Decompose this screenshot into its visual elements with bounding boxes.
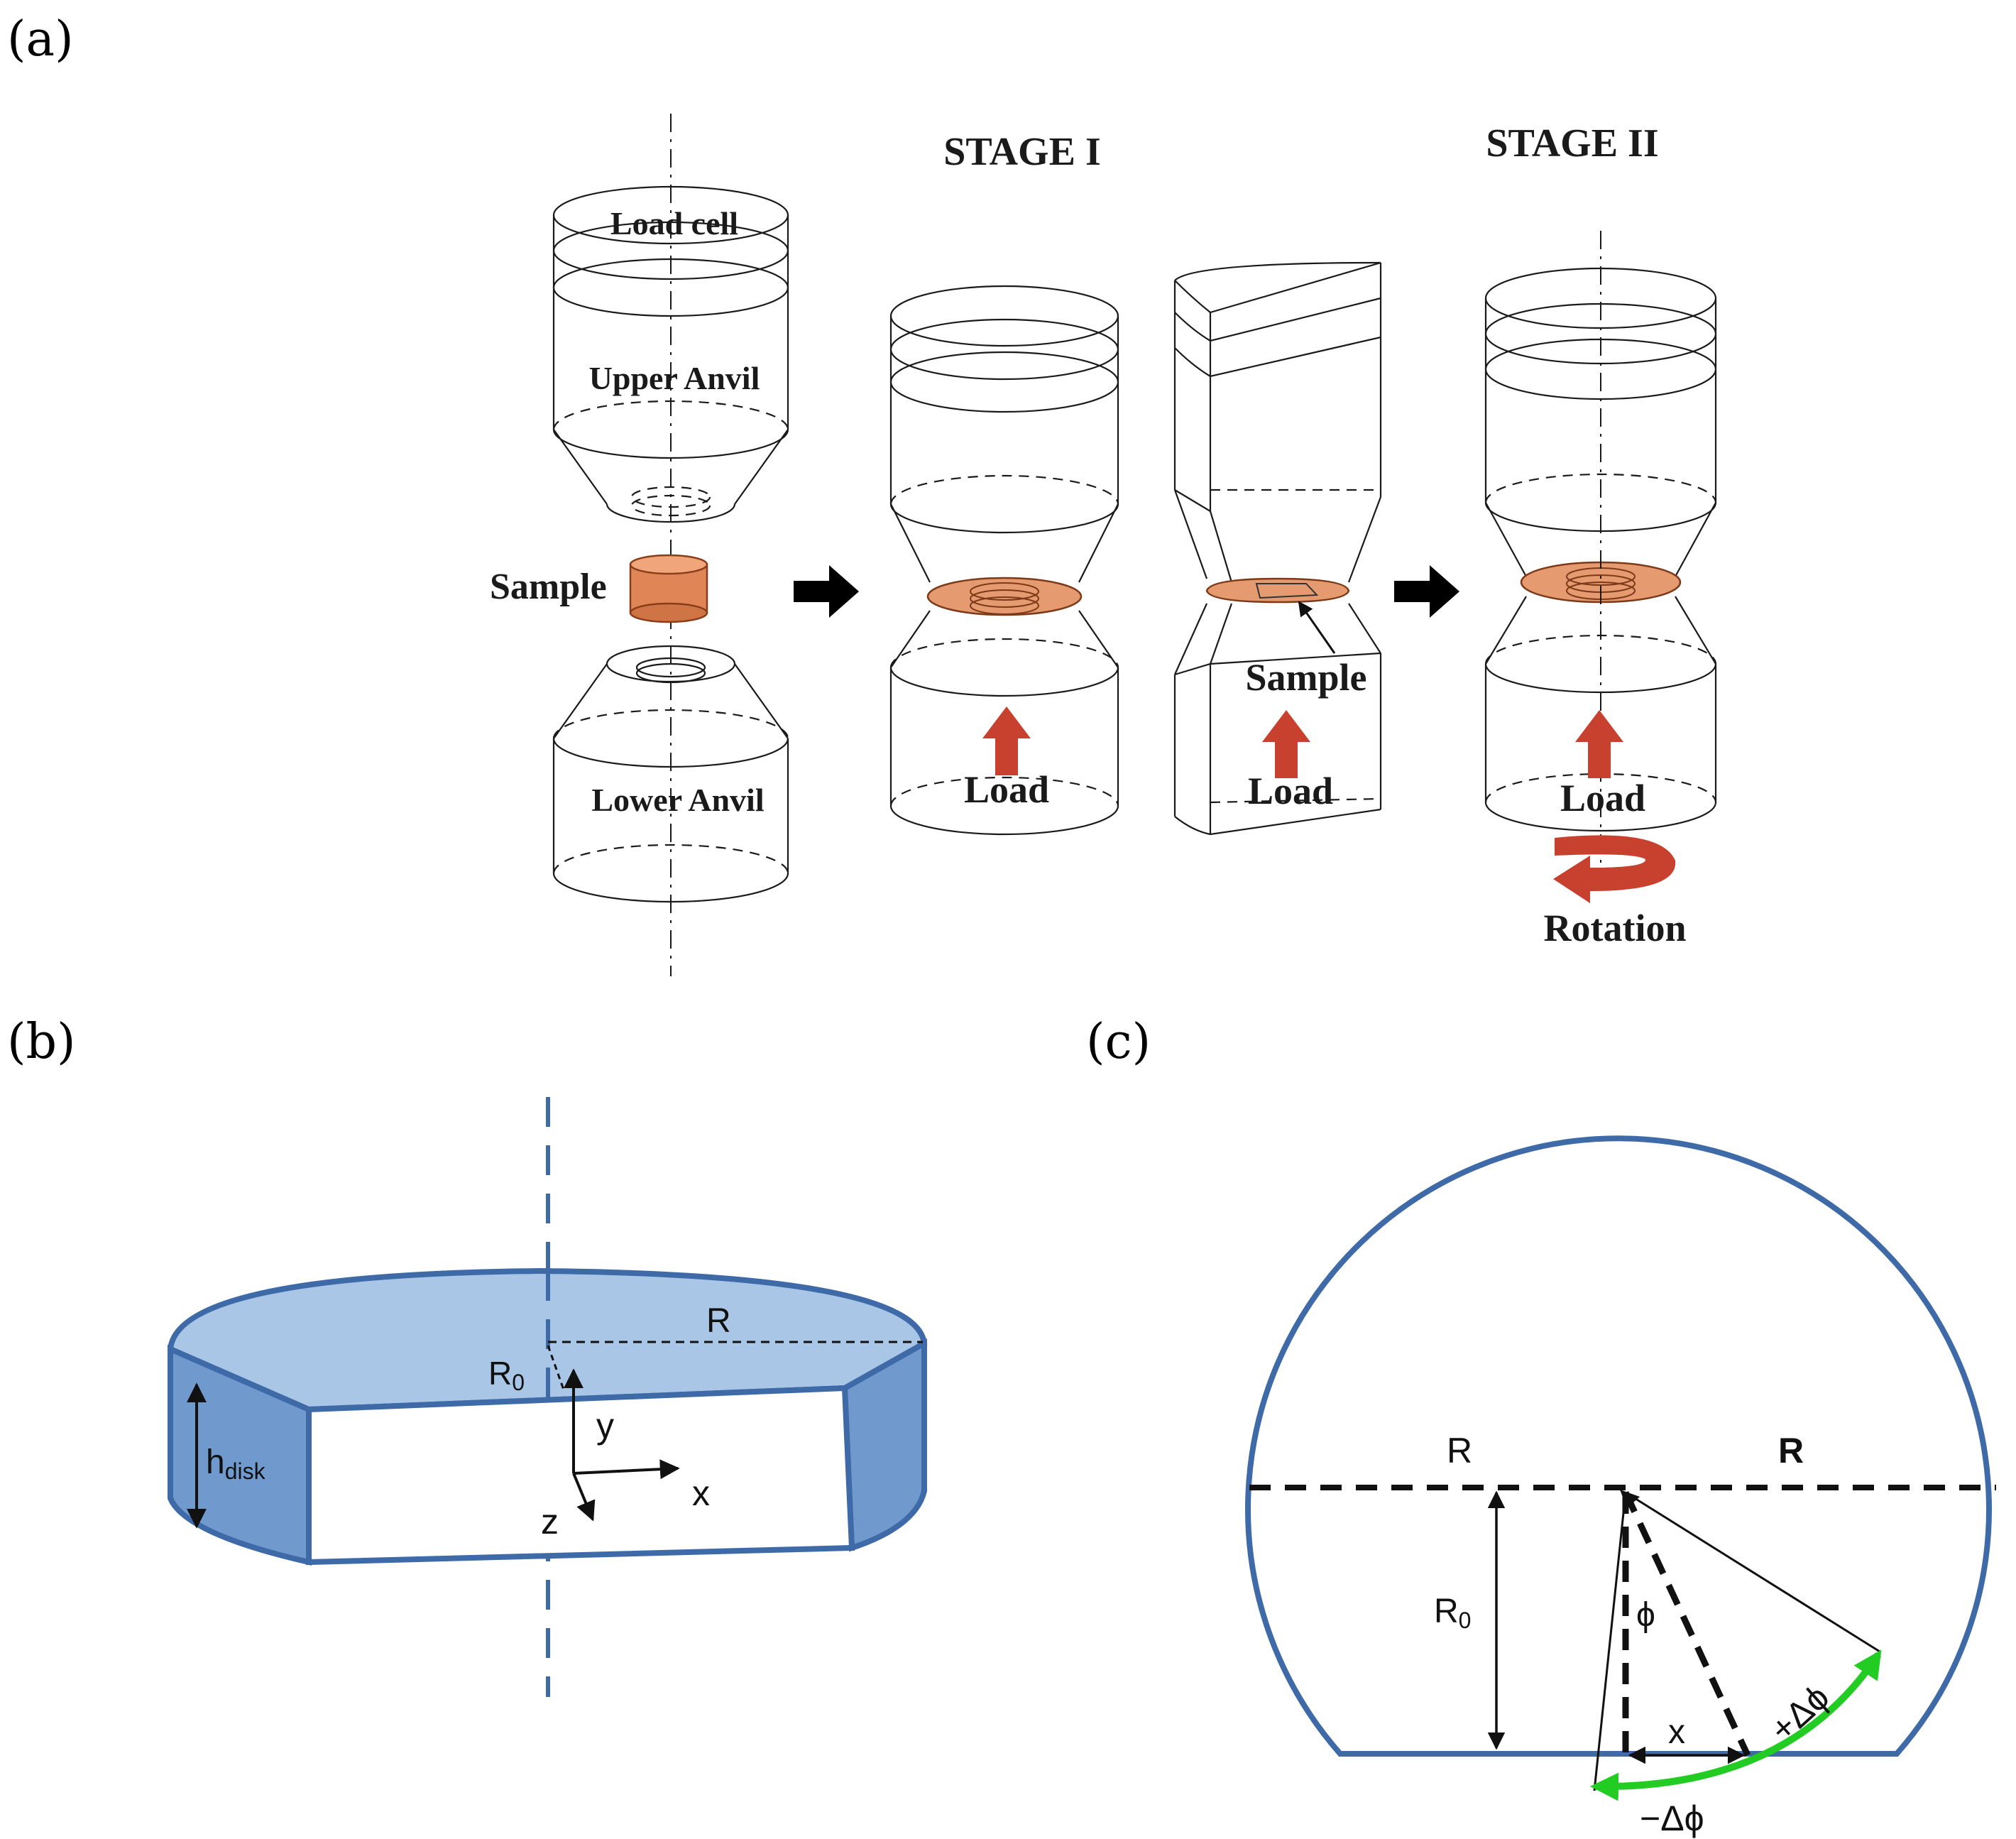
lower-anvil-label: Lower Anvil — [591, 782, 764, 818]
load-cell-label: Load cell — [610, 205, 738, 241]
sample-cylinder — [629, 554, 708, 623]
panel-c: (c) R R R0 ϕ x +Δϕ −Δϕ — [1086, 1014, 1996, 1838]
panel-c-label: (c) — [1086, 1014, 1151, 1070]
panel-a: (a) Load cell Upper Anvil Sample — [7, 11, 1717, 976]
cutaway-assembly — [1173, 261, 1382, 836]
panel-a-label: (a) — [7, 11, 74, 67]
process-arrow-1 — [794, 565, 859, 618]
sample-callout-label: Sample — [1245, 656, 1366, 699]
rotation-label: Rotation — [1544, 907, 1687, 949]
plus-bound-line — [1625, 1491, 1880, 1653]
upper-anvil-label: Upper Anvil — [589, 360, 760, 396]
panel-b: (b) R R0 hdisk y x z — [7, 1014, 928, 1697]
load-arrow-2 — [1262, 710, 1310, 778]
delta-arc — [1590, 1649, 1882, 1801]
axis-x-label: x — [692, 1473, 710, 1513]
inner-radius-line — [547, 1345, 566, 1392]
radius-right-label: R — [1778, 1431, 1804, 1470]
apex-arrowhead — [1620, 1490, 1640, 1508]
stage-2-assembly — [1484, 231, 1717, 903]
sample-callout-arrow — [1298, 601, 1336, 654]
load-label-1: Load — [964, 768, 1049, 811]
stage-1-assembly — [889, 285, 1119, 836]
load-label-2: Load — [1248, 770, 1333, 812]
stage-2-title: STAGE II — [1486, 121, 1658, 165]
process-arrow-2 — [1394, 565, 1459, 618]
inner-radius-label: R0 — [488, 1355, 525, 1395]
lower-anvil-assembly — [552, 645, 789, 903]
height-label: hdisk — [206, 1444, 266, 1484]
minus-delta-label: −Δϕ — [1640, 1799, 1704, 1838]
sample-label: Sample — [490, 567, 607, 607]
radius-label: R — [706, 1302, 731, 1340]
disk-outline-truncated — [1245, 1135, 1992, 1757]
radius-left-label: R — [1447, 1431, 1472, 1470]
angle-label: ϕ — [1636, 1596, 1655, 1634]
panel-b-label: (b) — [7, 1014, 76, 1070]
plus-delta-label: +Δϕ — [1763, 1677, 1837, 1750]
axis-y-label: y — [596, 1406, 614, 1446]
offset-label: x — [1668, 1713, 1685, 1751]
load-arrow-3 — [1575, 710, 1623, 778]
upper-anvil-assembly — [552, 185, 789, 523]
minus-bound-line — [1593, 1492, 1627, 1791]
axis-z-label: z — [541, 1502, 559, 1541]
x-axis-arrow — [573, 1459, 680, 1480]
stage-1-title: STAGE I — [943, 130, 1100, 174]
z-axis-arrow — [572, 1473, 596, 1522]
rotation-arrow — [1553, 835, 1676, 903]
inner-radius-label: R0 — [1434, 1593, 1471, 1633]
load-label-3: Load — [1560, 777, 1645, 819]
disk-cut-face — [306, 1385, 855, 1566]
load-arrow-1 — [982, 706, 1031, 775]
